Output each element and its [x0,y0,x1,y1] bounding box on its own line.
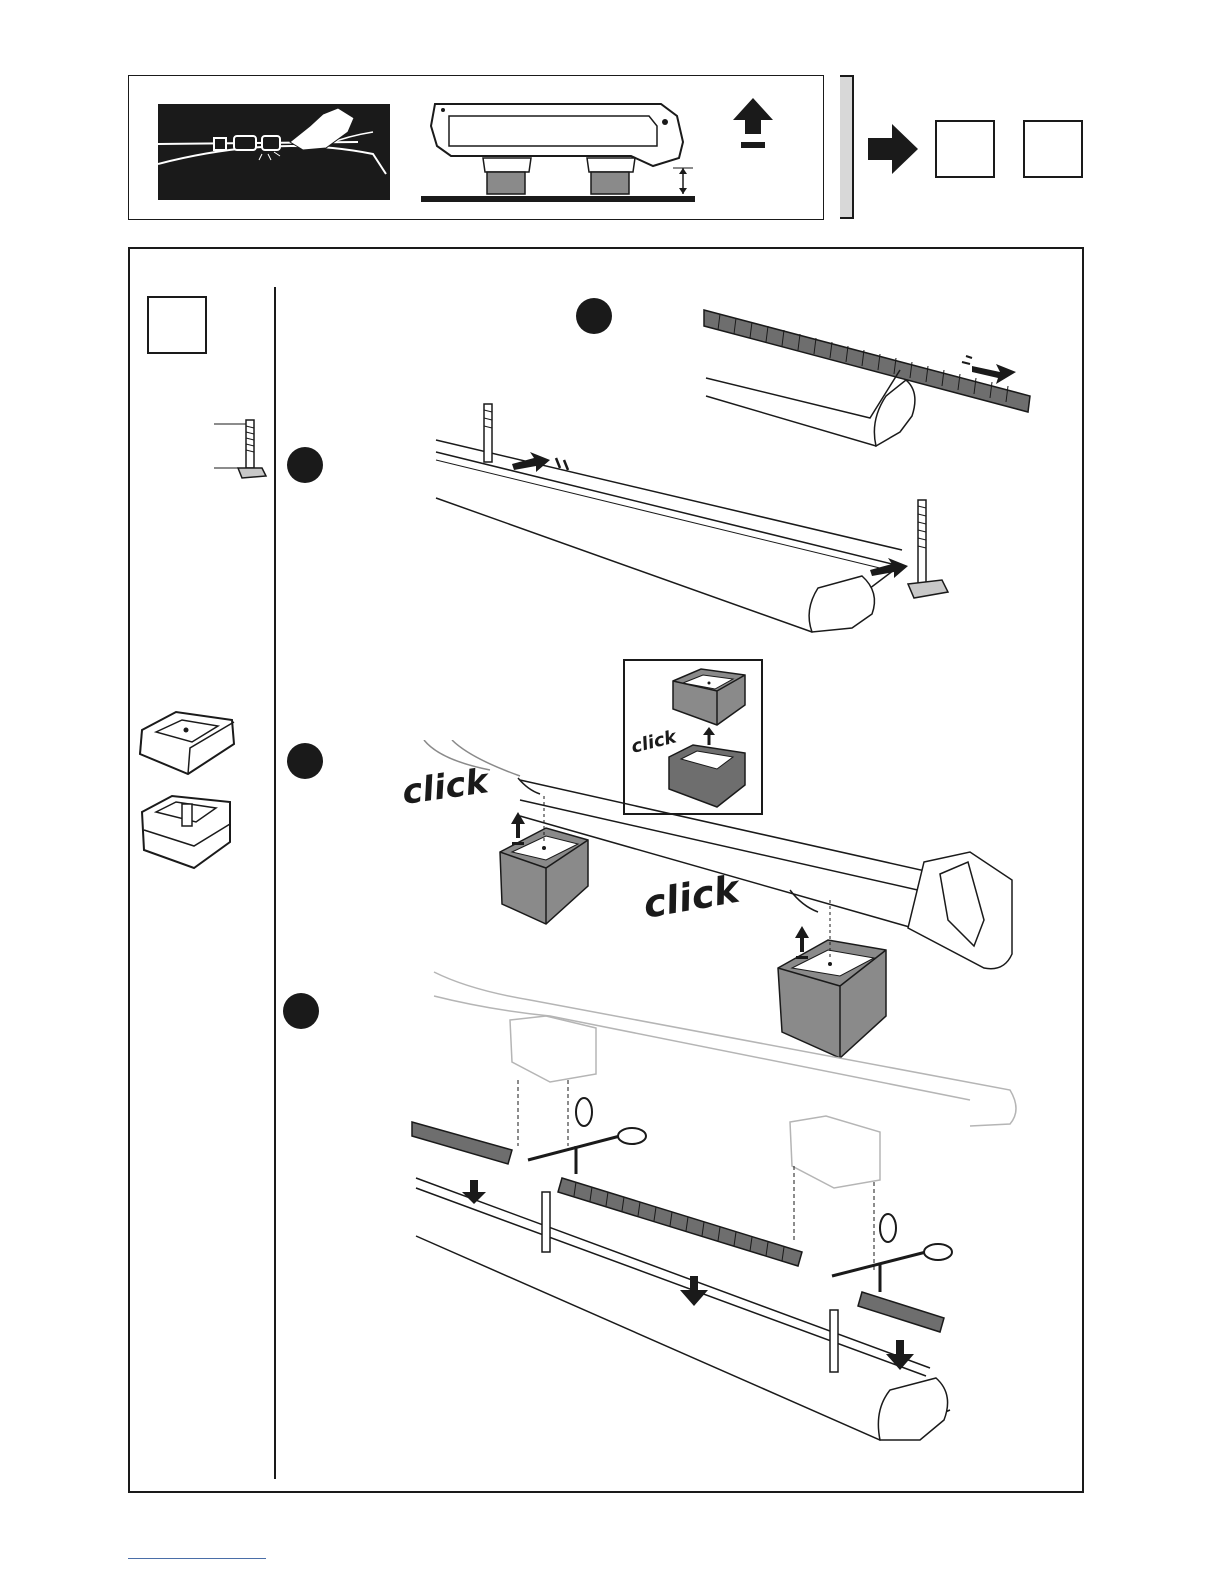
header-strip [128,75,824,220]
t-bolt-icon [212,416,272,486]
step-marker-4 [283,993,319,1029]
footer-rule [128,1558,266,1559]
lift-arrow [729,96,777,156]
right-click-label: click [640,866,745,927]
step2-bolt-insertion [432,400,962,640]
hand-check-panel [158,104,390,200]
next-arrow [866,122,920,176]
next-arrow-icon [866,122,920,176]
hand-check-icon [158,104,390,200]
rack-height-icon [421,96,701,214]
parts-rubber-pad [136,700,238,778]
left-click-label: click [400,761,493,813]
foot-adapter-icon [136,788,238,872]
rubber-pad-icon [136,700,238,778]
header-bracket [838,75,856,220]
step4-strip-cutting [410,970,1030,1470]
parts-t-bolt [212,416,272,486]
ref-box-2 [1023,120,1083,178]
step-marker-3 [287,743,323,779]
ref-box-1 [935,120,995,178]
parts-foot-adapter [136,788,238,872]
lift-arrow-icon [729,96,777,156]
step-marker-2 [287,447,323,483]
rack-height-diagram [421,96,701,214]
step-marker-1 [576,298,612,334]
step-box [147,296,207,354]
parts-divider [274,287,276,1479]
